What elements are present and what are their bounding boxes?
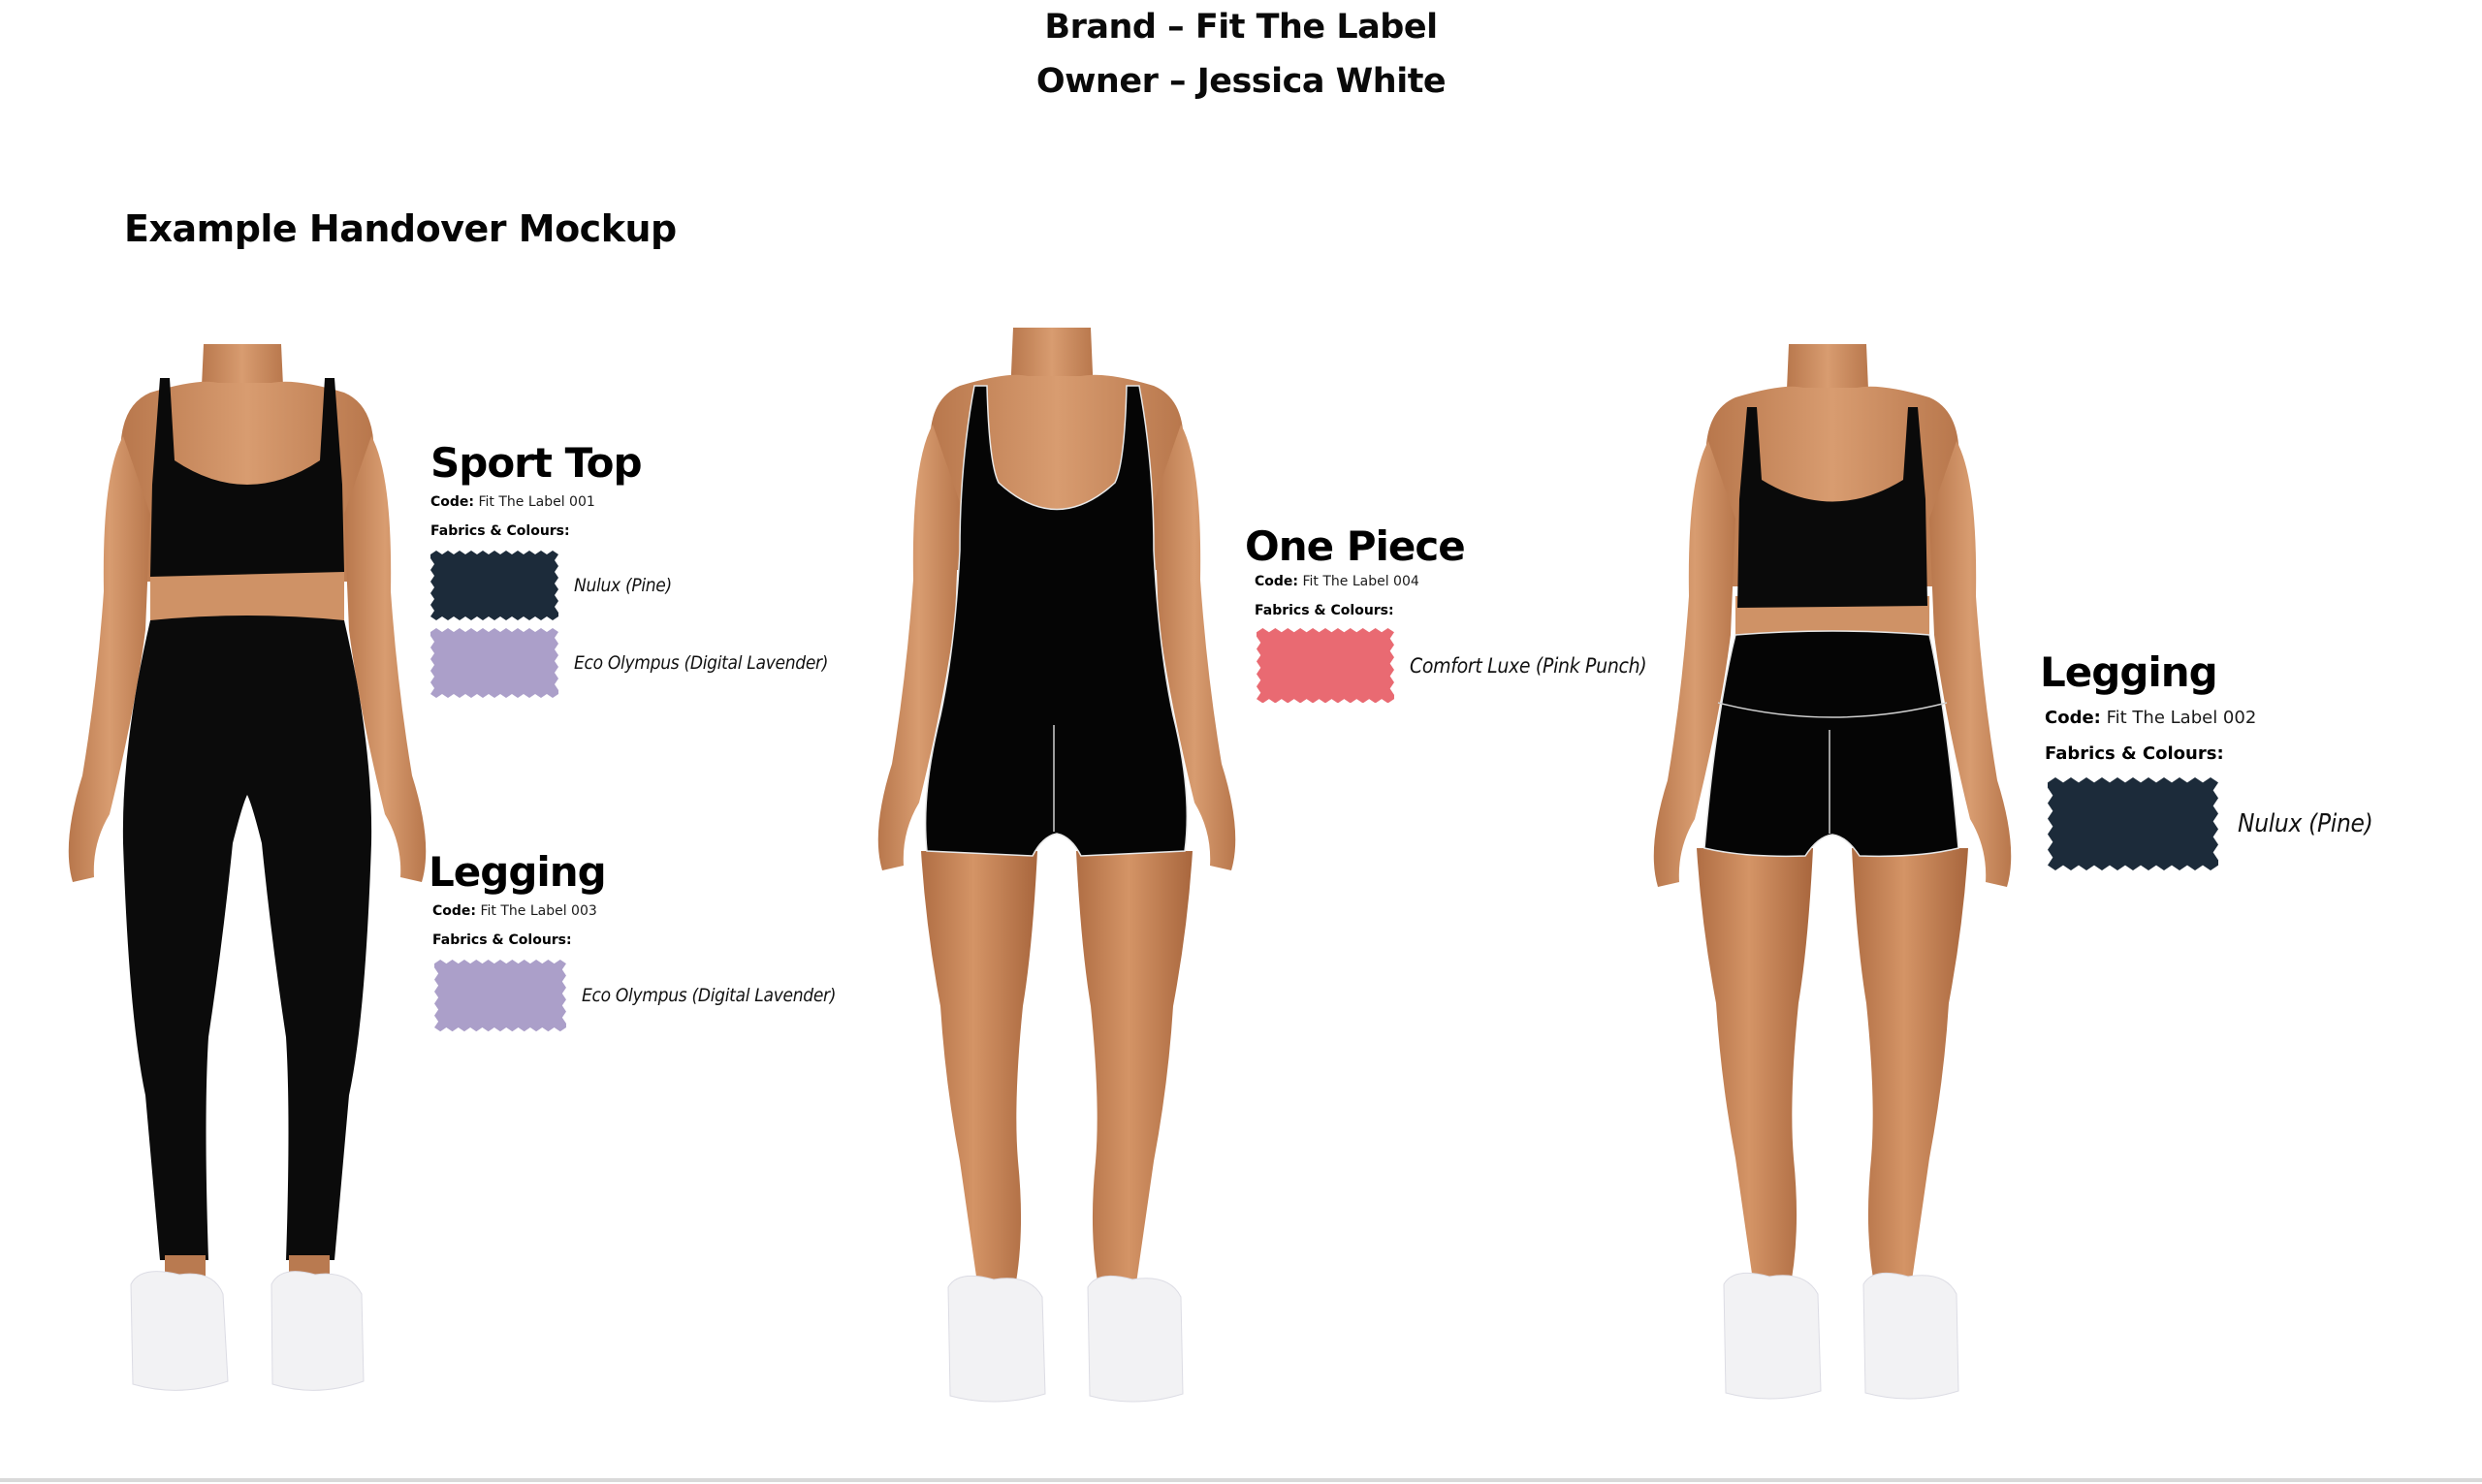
code-value: Fit The Label 004 xyxy=(1302,574,1419,589)
code-label: Code: xyxy=(1255,574,1299,589)
owner-line: Owner – Jessica White xyxy=(1035,62,1447,101)
document-header: Brand – Fit The Label Owner – Jessica Wh… xyxy=(970,0,1512,109)
garment-name: Legging xyxy=(429,848,607,896)
fabric-item: Eco Olympus (Digital Lavender) xyxy=(434,960,837,1032)
code-label: Code: xyxy=(432,903,477,919)
garment-code: Code: Fit The Label 001 xyxy=(430,494,828,510)
fabric-swatch-pink-punch xyxy=(1257,628,1394,704)
code-value: Fit The Label 001 xyxy=(478,494,595,510)
garment-code: Code: Fit The Label 003 xyxy=(432,903,836,919)
brand-line: Brand – Fit The Label xyxy=(1044,8,1438,47)
code-label: Code: xyxy=(430,494,475,510)
fabrics-heading: Fabrics & Colours: xyxy=(2045,743,2224,764)
code-value: Fit The Label 002 xyxy=(2106,708,2257,728)
fabric-label: Nulux (Pine) xyxy=(2238,809,2373,838)
fabric-swatch-lavender xyxy=(430,628,558,698)
spec-card-legging-002: Legging Code: Fit The Label 002 Fabrics … xyxy=(2040,647,2373,870)
fabric-swatch-pine xyxy=(430,551,558,620)
code-label: Code: xyxy=(2045,708,2101,728)
fabric-swatch-pine xyxy=(2048,777,2218,870)
fabrics-heading: Fabrics & Colours: xyxy=(430,523,570,539)
garment-name: Legging xyxy=(2040,648,2218,696)
fabric-label: Eco Olympus (Digital Lavender) xyxy=(574,652,829,674)
fabrics-heading: Fabrics & Colours: xyxy=(1255,603,1394,618)
fabric-label: Eco Olympus (Digital Lavender) xyxy=(582,985,837,1006)
garment-name: One Piece xyxy=(1245,522,1466,570)
page-bottom-divider xyxy=(0,1478,2482,1482)
fabric-item: Comfort Luxe (Pink Punch) xyxy=(1257,628,1647,704)
code-value: Fit The Label 003 xyxy=(480,903,597,919)
garment-code: Code: Fit The Label 004 xyxy=(1255,574,1646,589)
model-figure-sport-top-shorts xyxy=(1639,344,2026,1410)
garment-name: Sport Top xyxy=(430,439,643,487)
fabric-item: Nulux (Pine) xyxy=(430,551,828,620)
model-figure-sport-top-legging xyxy=(53,339,441,1405)
garment-code: Code: Fit The Label 002 xyxy=(2045,708,2372,728)
spec-card-sport-top: Sport Top Code: Fit The Label 001 Fabric… xyxy=(430,438,828,698)
fabric-item: Eco Olympus (Digital Lavender) xyxy=(430,628,828,698)
spec-card-legging-003: Legging Code: Fit The Label 003 Fabrics … xyxy=(429,847,837,1032)
fabric-label: Comfort Luxe (Pink Punch) xyxy=(1410,654,1647,678)
fabric-item: Nulux (Pine) xyxy=(2048,777,2373,870)
spec-card-one-piece: One Piece Code: Fit The Label 004 Fabric… xyxy=(1245,521,1647,704)
page-title: Example Handover Mockup xyxy=(124,207,677,250)
model-figure-one-piece xyxy=(863,328,1251,1423)
fabric-label: Nulux (Pine) xyxy=(574,575,672,596)
fabrics-heading: Fabrics & Colours: xyxy=(432,932,572,948)
fabric-swatch-lavender xyxy=(434,960,566,1032)
